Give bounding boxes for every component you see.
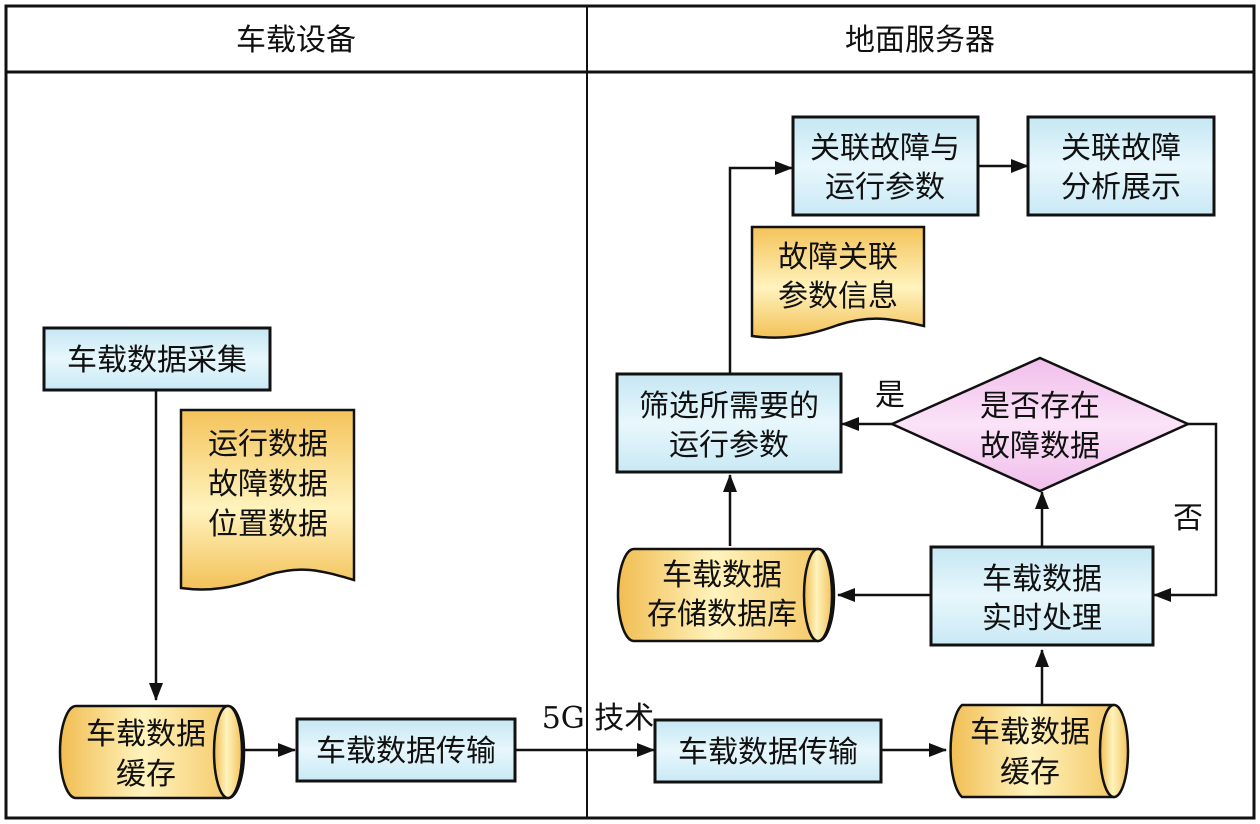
node-label-line-1: 关联故障与	[810, 131, 960, 166]
lane-header-server: 地面服务器	[845, 23, 995, 58]
node-data-collection: 车载数据采集	[42, 326, 272, 392]
node-label: 车载数据传输	[316, 734, 496, 769]
node-realtime-processing: 车载数据 实时处理	[929, 545, 1155, 647]
node-label-line-1: 筛选所需要的	[639, 389, 819, 424]
node-label-line-2: 故障数据	[980, 429, 1100, 464]
edge-filter-to-associate	[728, 161, 793, 373]
node-label-line-1: 车载数据	[86, 717, 206, 752]
node-label-line-2: 存储数据库	[647, 597, 797, 632]
node-label-line-2: 实时处理	[982, 601, 1102, 636]
swimlane-frame	[4, 4, 1256, 820]
edge-decision-no	[1153, 422, 1218, 602]
node-label-line-1: 运行数据	[208, 427, 328, 462]
node-label-line-1: 关联故障	[1061, 131, 1181, 166]
node-label: 车载数据传输	[678, 735, 858, 770]
node-label-line-1: 故障关联	[778, 240, 898, 275]
node-transmit-vehicle: 车载数据传输	[295, 717, 517, 783]
node-transmit-server: 车载数据传输	[653, 718, 883, 784]
node-label-line-2: 缓存	[116, 757, 176, 792]
node-associate-fault-parameters: 关联故障与 运行参数	[791, 115, 980, 217]
lane-header-vehicle: 车载设备	[236, 23, 356, 58]
node-label-line-2: 缓存	[1000, 755, 1060, 790]
node-fault-parameter-document: 故障关联 参数信息	[750, 225, 926, 339]
node-label-line-1: 是否存在	[980, 389, 1100, 424]
node-fault-decision: 是否存在 故障数据	[888, 356, 1192, 493]
node-label: 车载数据采集	[67, 343, 247, 378]
node-label-line-1: 车载数据	[662, 558, 782, 593]
node-fault-analysis-display: 关联故障 分析展示	[1026, 115, 1216, 217]
edge-label-5g: 5G 技术	[542, 701, 655, 736]
node-data-document: 运行数据 故障数据 位置数据	[179, 408, 356, 591]
edge-label-yes: 是	[875, 378, 905, 413]
edges	[149, 159, 1218, 757]
node-label-line-2: 故障数据	[208, 467, 328, 502]
node-label-line-2: 运行参数	[825, 170, 945, 205]
node-label-line-3: 位置数据	[208, 507, 328, 542]
node-label-line-1: 车载数据	[970, 715, 1090, 750]
node-cache-vehicle: 车载数据 缓存	[58, 704, 246, 800]
node-filter-parameters: 筛选所需要的 运行参数	[615, 372, 843, 474]
edge-label-no: 否	[1173, 501, 1203, 536]
node-label-line-2: 分析展示	[1061, 170, 1181, 205]
node-storage-database: 车载数据 存储数据库	[616, 547, 836, 643]
node-label-line-2: 运行参数	[669, 428, 789, 463]
node-cache-server: 车载数据 缓存	[949, 703, 1130, 799]
node-label-line-1: 车载数据	[982, 562, 1102, 597]
node-label-line-2: 参数信息	[778, 279, 898, 314]
